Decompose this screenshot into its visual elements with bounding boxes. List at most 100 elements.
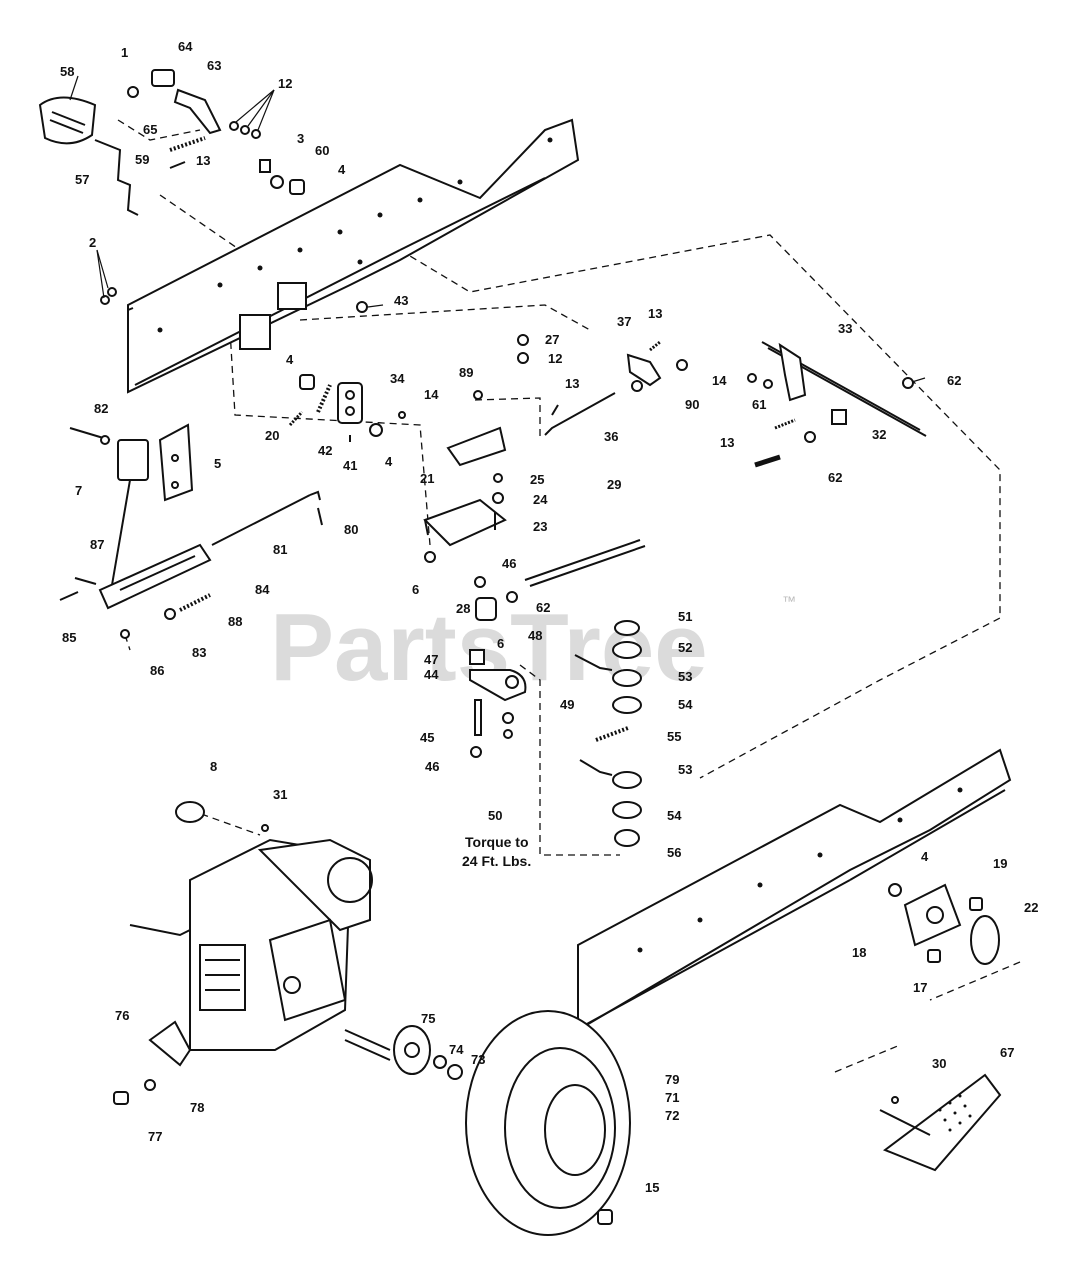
switch-7-plate-5 (69, 423, 194, 502)
callout-77: 77 (148, 1129, 162, 1144)
callout-72: 72 (665, 1108, 679, 1123)
callout-64: 64 (178, 39, 193, 54)
callout-18: 18 (852, 945, 866, 960)
callout-2: 2 (89, 235, 96, 250)
callout-13: 13 (648, 306, 662, 321)
callout-51: 51 (678, 609, 692, 624)
callout-23: 23 (533, 519, 547, 534)
callout-27: 27 (545, 332, 559, 347)
watermark-trademark: ™ (782, 593, 796, 609)
callout-53: 53 (678, 762, 692, 777)
callout-33: 33 (838, 321, 852, 336)
callout-62: 62 (828, 470, 842, 485)
callout-61: 61 (752, 397, 766, 412)
callout-43: 43 (394, 293, 408, 308)
callout-90: 90 (685, 397, 699, 412)
callout-32: 32 (872, 427, 886, 442)
callout-89: 89 (459, 365, 473, 380)
callout-71: 71 (665, 1090, 679, 1105)
transmission-assembly (129, 801, 391, 1061)
torque-note-line2: 24 Ft. Lbs. (462, 853, 531, 869)
callout-86: 86 (150, 663, 164, 678)
brake-pedal-58 (38, 96, 139, 216)
callout-22: 22 (1024, 900, 1038, 915)
callout-82: 82 (94, 401, 108, 416)
callout-87: 87 (90, 537, 104, 552)
bracket-21-plate-23 (423, 334, 529, 563)
callout-78: 78 (190, 1100, 204, 1115)
callout-4: 4 (921, 849, 929, 864)
lever-stack-44 (469, 576, 527, 758)
callout-25: 25 (530, 472, 544, 487)
callout-65: 65 (143, 122, 157, 137)
callout-46: 46 (502, 556, 516, 571)
mount-18-disc-22 (888, 883, 1000, 965)
callout-80: 80 (344, 522, 358, 537)
callout-17: 17 (913, 980, 927, 995)
callout-21: 21 (420, 471, 434, 486)
callout-34: 34 (390, 371, 405, 386)
callout-56: 56 (667, 845, 681, 860)
callout-7: 7 (75, 483, 82, 498)
callout-41: 41 (343, 458, 357, 473)
callout-28: 28 (456, 601, 470, 616)
callout-44: 44 (424, 667, 439, 682)
callout-5: 5 (214, 456, 221, 471)
callout-67: 67 (1000, 1045, 1014, 1060)
link-assembly-84 (59, 479, 323, 639)
callout-54: 54 (678, 697, 693, 712)
callout-76: 76 (115, 1008, 129, 1023)
callout-6: 6 (497, 636, 504, 651)
callout-36: 36 (604, 429, 618, 444)
callout-74: 74 (449, 1042, 464, 1057)
callout-79: 79 (665, 1072, 679, 1087)
callouts: 58 1 64 63 12 65 59 13 57 3 60 4 2 43 27… (60, 39, 1038, 1195)
rods-36-29 (524, 340, 688, 587)
callout-13: 13 (565, 376, 579, 391)
callout-6: 6 (412, 582, 419, 597)
callout-62: 62 (947, 373, 961, 388)
callout-62: 62 (536, 600, 550, 615)
callout-63: 63 (207, 58, 221, 73)
callout-52: 52 (678, 640, 692, 655)
callout-84: 84 (255, 582, 270, 597)
bracket-34 (288, 374, 406, 442)
callout-55: 55 (667, 729, 681, 744)
callout-88: 88 (228, 614, 242, 629)
leader-lines (69, 75, 926, 383)
callout-58: 58 (60, 64, 74, 79)
callout-12: 12 (548, 351, 562, 366)
callout-54: 54 (667, 808, 682, 823)
callout-31: 31 (273, 787, 287, 802)
callout-15: 15 (645, 1180, 659, 1195)
callout-81: 81 (273, 542, 287, 557)
callout-4: 4 (286, 352, 294, 367)
callout-29: 29 (607, 477, 621, 492)
callout-24: 24 (533, 492, 548, 507)
callout-1: 1 (121, 45, 128, 60)
callout-50: 50 (488, 808, 502, 823)
callout-42: 42 (318, 443, 332, 458)
torque-note-line1: Torque to (465, 834, 529, 850)
callout-46: 46 (425, 759, 439, 774)
callout-47: 47 (424, 652, 438, 667)
callout-73: 73 (471, 1052, 485, 1067)
callout-45: 45 (420, 730, 434, 745)
hub-75 (113, 1020, 463, 1105)
washer-stack (574, 620, 642, 847)
callout-13: 13 (196, 153, 210, 168)
callout-14: 14 (424, 387, 439, 402)
callout-60: 60 (315, 143, 329, 158)
left-frame-rail (127, 118, 580, 394)
callout-49: 49 (560, 697, 574, 712)
callout-14: 14 (712, 373, 727, 388)
callout-13: 13 (720, 435, 734, 450)
callout-19: 19 (993, 856, 1007, 871)
callout-4: 4 (385, 454, 393, 469)
callout-59: 59 (135, 152, 149, 167)
callout-75: 75 (421, 1011, 435, 1026)
callout-30: 30 (932, 1056, 946, 1071)
foot-pedal-67 (879, 1073, 1002, 1172)
callout-8: 8 (210, 759, 217, 774)
